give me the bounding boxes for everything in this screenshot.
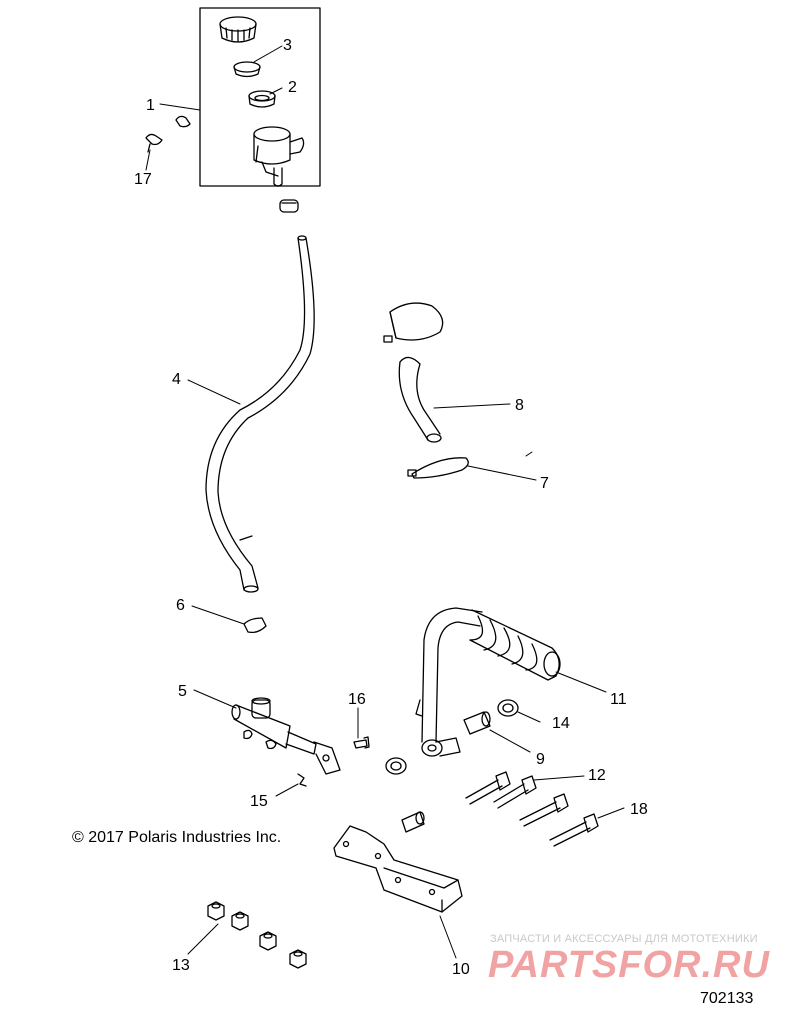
bracket-part-10 xyxy=(333,825,463,913)
clamp-upper-part-8 xyxy=(383,302,444,343)
bushing-part-9 xyxy=(463,711,491,735)
callout-8: 8 xyxy=(515,397,524,414)
reservoir-cap xyxy=(219,16,257,43)
callout-1: 1 xyxy=(146,97,155,114)
hose-clamp-top xyxy=(279,199,299,213)
callout-numbers: 1 2 3 4 5 6 7 8 9 10 11 12 13 14 15 16 1… xyxy=(134,37,648,978)
hose-part-4 xyxy=(205,235,315,593)
callout-16: 16 xyxy=(348,691,366,708)
callout-2: 2 xyxy=(288,79,297,96)
nut-part-13-a xyxy=(207,901,225,921)
bolt-part-12-b xyxy=(493,775,537,809)
brake-pedal-part-11 xyxy=(415,607,561,757)
nut-part-13-b xyxy=(231,911,249,931)
bolt-part-12-a xyxy=(465,771,511,805)
watermark-tagline: ЗАПЧАСТИ И АКСЕССУАРЫ ДЛЯ МОТОТЕХНИКИ xyxy=(490,933,758,945)
nut-part-13-d xyxy=(289,949,307,969)
spacer-sleeve xyxy=(401,811,425,833)
hose-clamp-part-7 xyxy=(407,457,469,479)
callout-12: 12 xyxy=(588,767,606,784)
callout-4: 4 xyxy=(172,371,181,388)
callout-15: 15 xyxy=(250,793,268,810)
washer-lower xyxy=(385,757,407,775)
callout-5: 5 xyxy=(178,683,187,700)
callout-13: 13 xyxy=(172,957,190,974)
hose-clamp-part-6 xyxy=(243,617,267,634)
pin-part-16 xyxy=(353,736,370,749)
reservoir-group-box xyxy=(199,7,321,187)
bolt-part-18-a xyxy=(519,793,569,827)
callout-14: 14 xyxy=(552,715,570,732)
watermark-logo: PARTSFOR.RU xyxy=(488,944,770,986)
clip-part-15 xyxy=(297,773,307,787)
leader-lines xyxy=(145,45,625,959)
diagram-number: 702133 xyxy=(700,990,754,1007)
callout-17: 17 xyxy=(134,171,152,188)
nut-part-13-c xyxy=(259,931,277,951)
diaphragm-part-3 xyxy=(233,61,261,78)
bolt-part-18-b xyxy=(549,813,599,847)
callout-6: 6 xyxy=(176,597,185,614)
short-hose-part-8 xyxy=(398,356,442,443)
callout-18: 18 xyxy=(630,801,648,818)
copyright-notice: © 2017 Polaris Industries Inc. xyxy=(72,829,282,846)
master-cylinder-part-5 xyxy=(231,697,341,775)
callout-10: 10 xyxy=(452,961,470,978)
plate-part-2 xyxy=(248,90,276,108)
reservoir-body xyxy=(253,126,305,187)
callout-11: 11 xyxy=(610,691,627,708)
callout-9: 9 xyxy=(536,751,545,768)
callout-7: 7 xyxy=(540,475,549,492)
washer-part-14 xyxy=(497,699,519,717)
callout-3: 3 xyxy=(283,37,292,54)
push-pin-part-17 xyxy=(145,115,191,153)
